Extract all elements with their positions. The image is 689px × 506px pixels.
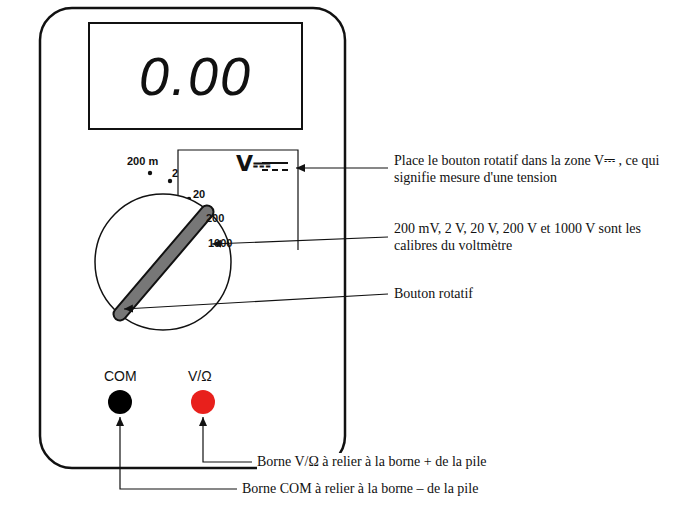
range-label: 200	[206, 212, 224, 224]
leader-lines	[120, 168, 388, 489]
range-label: 2	[172, 167, 178, 179]
knob-outline	[120, 212, 207, 314]
range-label: 1000	[208, 237, 232, 249]
com-terminal	[108, 390, 132, 414]
dial	[95, 194, 231, 330]
terminal-label: COM	[104, 368, 137, 384]
display-reading: 0.00	[139, 45, 252, 107]
knob	[120, 212, 207, 314]
callout-text: Place le bouton rotatif dans la zone V⎓ …	[394, 152, 684, 186]
terminal-label: V/Ω	[188, 368, 212, 384]
range-label: 20	[193, 188, 205, 200]
callout-text: Bouton rotatif	[394, 285, 473, 302]
v-terminal	[191, 390, 215, 414]
callout-text: Borne V/Ω à relier à la borne + de la pi…	[257, 453, 487, 470]
range-label: 200 m	[127, 155, 158, 167]
meter-body	[40, 8, 345, 468]
callout-text: Borne COM à relier à la borne – de la pi…	[242, 480, 478, 497]
dc-range-symbol: V⎓	[236, 151, 271, 176]
callout-text: 200 mV, 2 V, 20 V, 200 V et 1000 V sont …	[394, 220, 684, 254]
lcd-display: 0.00	[88, 22, 303, 130]
